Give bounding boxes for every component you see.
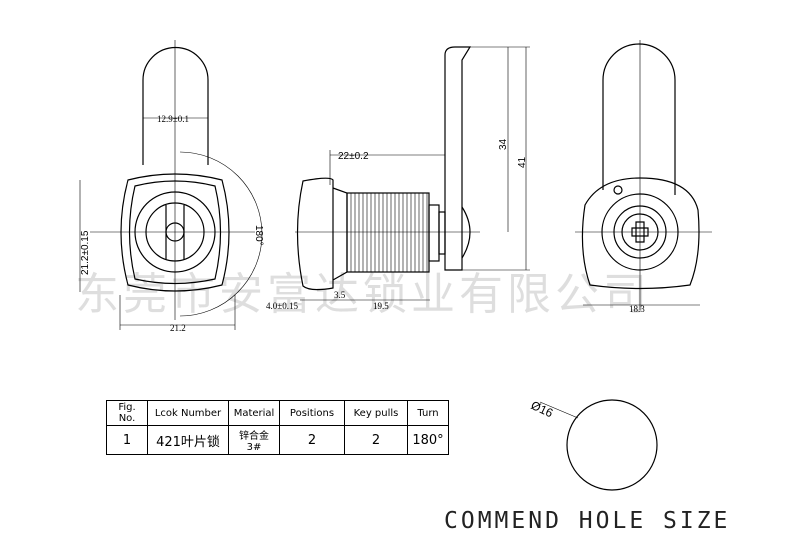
cell-lock-number: 421叶片锁	[147, 425, 229, 455]
dim-rear-width: 18.3	[629, 304, 645, 314]
hole-caption: COMMEND HOLE SIZE	[444, 508, 731, 534]
cell-positions: 2	[279, 425, 345, 455]
dim-height: 21.2±0.15	[80, 230, 91, 275]
table-row: 1 421叶片锁 锌合金3# 2 2 180°	[106, 425, 449, 455]
spec-table: Fig. No. Lcok Number Material Positions …	[106, 400, 449, 455]
cell-key-pulls: 2	[344, 425, 408, 455]
cell-fig-no: 1	[106, 425, 148, 455]
header-positions: Positions	[279, 400, 345, 426]
table-header-row: Fig. No. Lcok Number Material Positions …	[106, 400, 449, 426]
dim-34: 34	[498, 138, 509, 150]
dim-41: 41	[517, 156, 528, 168]
dim-19-5: 19.5	[373, 301, 389, 311]
dim-length: 22±0.2	[338, 151, 369, 162]
header-material: Material	[228, 400, 280, 426]
dim-3-5: 3.5	[334, 290, 346, 300]
header-turn: Turn	[407, 400, 449, 426]
header-fig-no: Fig. No.	[106, 400, 148, 426]
dim-cam-width: 12.9±0.1	[157, 114, 189, 124]
recommended-hole: Ø16	[529, 398, 658, 491]
dim-flange: 4.0±0.15	[266, 301, 298, 311]
dim-width: 21.2	[170, 323, 186, 333]
watermark: 东莞市安富达锁业有限公司	[75, 269, 651, 320]
header-key-pulls: Key pulls	[344, 400, 408, 426]
dim-angle: 180°	[253, 225, 264, 246]
cell-material: 锌合金3#	[228, 425, 280, 455]
hole-diameter: Ø16	[529, 398, 556, 420]
rear-view: 18.3	[575, 40, 712, 314]
front-view: 12.9±0.1 21.2±0.15 180° 21.2	[79, 40, 264, 333]
side-view: 22±0.2 34 41 3.5 4.0±0.15 19.5	[266, 46, 530, 311]
cell-turn: 180°	[407, 425, 449, 455]
header-lock-number: Lcok Number	[147, 400, 229, 426]
